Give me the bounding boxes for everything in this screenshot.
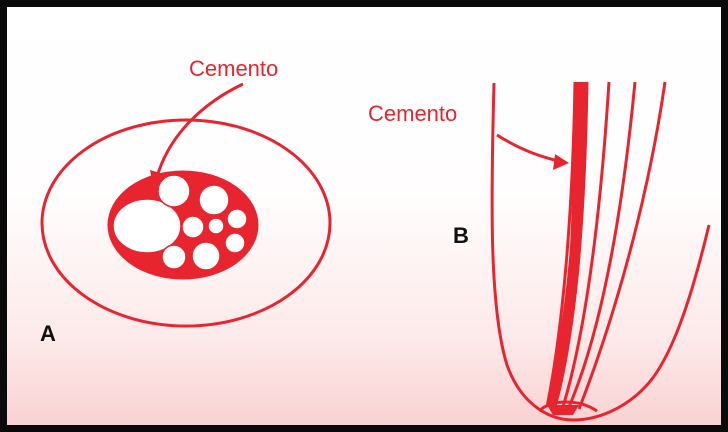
accessory-cone [225,233,245,253]
panel-label-a: A [40,323,56,345]
accessory-cone [182,216,204,238]
root-outline [492,83,709,420]
accessory-cone [158,175,190,207]
accessory-cone [199,185,229,215]
cemento-label-b: Cemento [368,103,457,125]
illustration-canvas [7,7,728,432]
accessory-cone [227,209,247,229]
apical-sealer [547,405,579,415]
figure-b-pointer [497,135,569,170]
accessory-cone [192,242,220,270]
cemento-arrow-b [497,135,559,161]
cemento-label-a: Cemento [189,58,278,80]
accessory-cone [208,218,224,234]
panel-label-b: B [453,225,469,247]
cemento-arrow-a [157,84,243,177]
figure-a-pointer [150,84,243,186]
figure-b-longitudinal [492,82,709,420]
sealer-fill-lower [547,247,581,407]
canal-wall-right [579,82,665,409]
accessory-cone [162,245,186,269]
arrowhead-b [553,154,569,170]
